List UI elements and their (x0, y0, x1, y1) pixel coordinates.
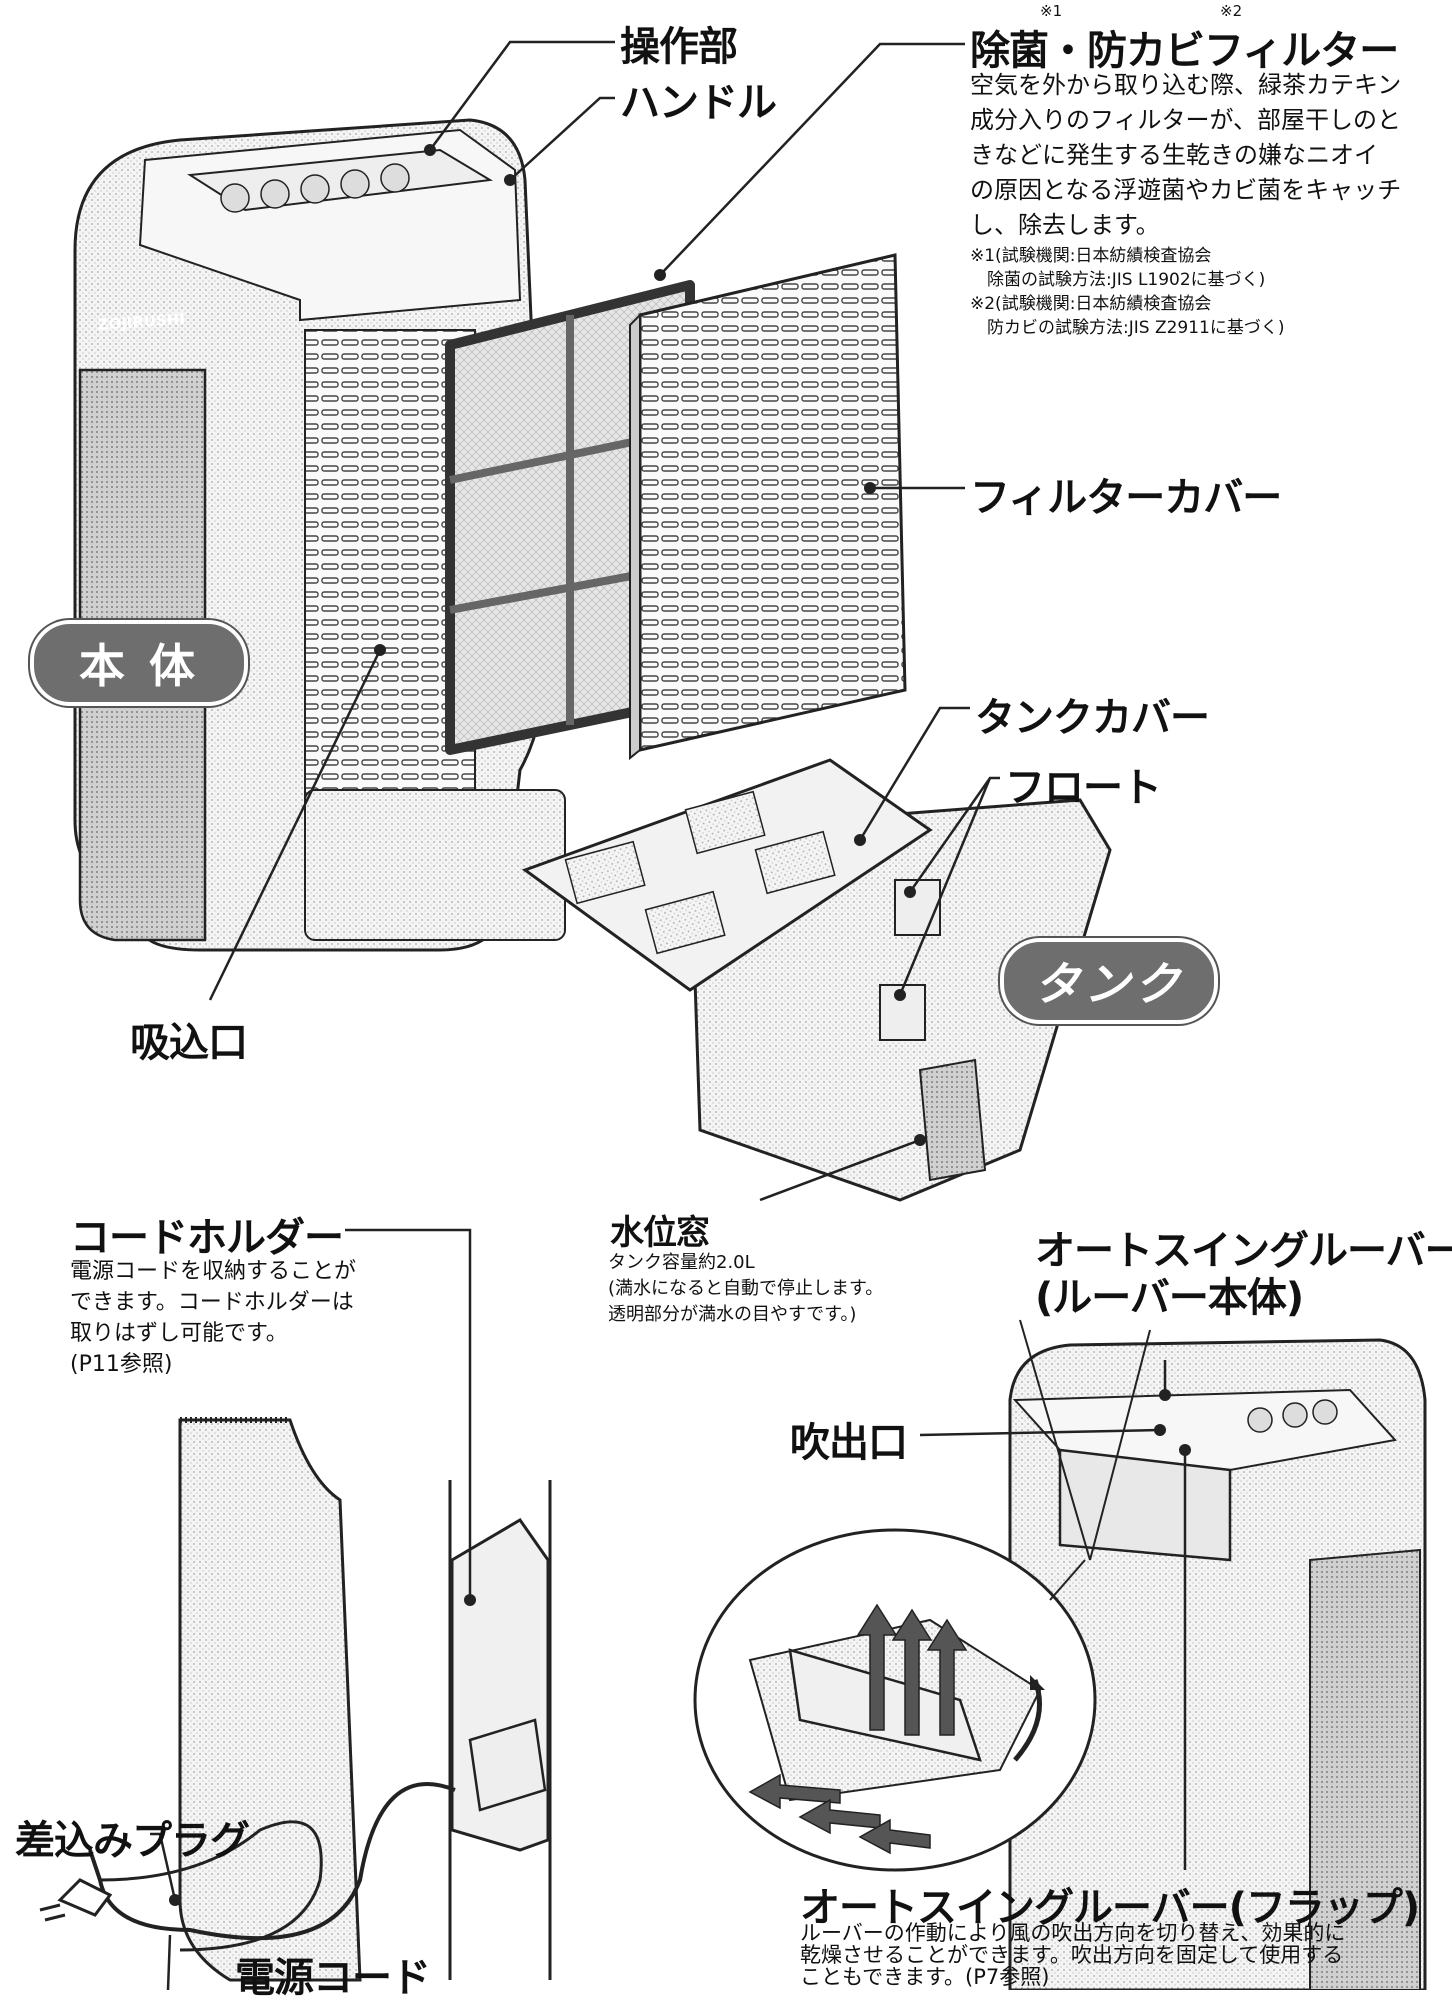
tank-badge: タンク (1000, 938, 1218, 1024)
water-window-desc-line: タンク容量約2.0L (608, 1252, 755, 1273)
body-badge-text: 本 体 (78, 639, 199, 693)
leader-dots (169, 144, 1191, 1906)
filter-desc-line: し、除去します。 (970, 211, 1160, 239)
label-cord-holder: コードホルダー (70, 1215, 344, 1261)
water-window-desc-line: 透明部分が満水の目やすです。) (608, 1304, 857, 1325)
filter-note-line: 防カビの試験方法:JIS Z2911に基づく) (970, 318, 1285, 338)
water-window-description: タンク容量約2.0L (満水になると自動で停止します。 透明部分が満水の目やすで… (608, 1250, 968, 1328)
filter-note-line: ※1(試験機関:日本紡績検査協会 (970, 246, 1212, 266)
flap-desc-line: ルーバーの作動により風の吹出方向を切り替え、効果的に (800, 1921, 1346, 1945)
cord-holder-desc-line: できます。コードホルダーは (70, 1290, 354, 1315)
airflow-arrows (748, 1603, 968, 1855)
flap-zoom-drawing (693, 1319, 1151, 1872)
cord-holder-drawing (39, 1417, 552, 1982)
filter-note-line: 除菌の試験方法:JIS L1902に基づく) (970, 270, 1266, 290)
water-window-desc-line: (満水になると自動で停止します。 (608, 1278, 884, 1299)
label-outlet: 吹出口 (790, 1420, 908, 1466)
label-louver-body-line1: オートスイングルーバー (1035, 1228, 1452, 1274)
label-filter-cover: フィルターカバー (970, 475, 1282, 521)
filter-superscript-1: ※1 (1040, 2, 1063, 20)
filter-desc-line: 空気を外から取り込む際、緑茶カテキン (970, 71, 1402, 99)
label-power-cord: 電源コード (235, 1955, 431, 2001)
label-filter-title: 除菌・防カビフィルター (970, 28, 1399, 74)
label-handle: ハンドル (620, 80, 777, 126)
filter-desc-line: 成分入りのフィルターが、部屋干しのと (970, 106, 1402, 134)
cord-holder-desc-line: 電源コードを収納することが (70, 1259, 357, 1284)
label-louver-body-line2: (ルーバー本体) (1035, 1275, 1304, 1321)
label-intake: 吸込口 (130, 1020, 248, 1066)
filter-note-line: ※2(試験機関:日本紡績検査協会 (970, 294, 1212, 314)
flap-description: ルーバーの作動により風の吹出方向を切り替え、効果的に 乾燥させることができます。… (800, 1922, 1440, 1988)
tank-badge-text: タンク (1034, 957, 1184, 1011)
filter-desc-line: きなどに発生する生乾きの嫌なニオイ (970, 141, 1378, 169)
label-plug: 差込みプラグ (15, 1818, 250, 1864)
filter-cover-drawing (629, 253, 907, 761)
flap-desc-line: こともできます。(P7参照) (800, 1965, 1050, 1989)
filter-notes: ※1(試験機関:日本紡績検査協会 除菌の試験方法:JIS L1902に基づく) … (970, 244, 1440, 340)
body-badge: 本 体 (30, 620, 248, 706)
label-tank-cover: タンクカバー (975, 695, 1210, 741)
label-control-panel: 操作部 (620, 24, 738, 70)
flap-desc-line: 乾燥させることができます。吹出方向を固定して使用する (800, 1943, 1344, 1967)
filter-superscript-2: ※2 (1220, 2, 1243, 20)
filter-description: 空気を外から取り込む際、緑茶カテキン 成分入りのフィルターが、部屋干しのと きな… (970, 68, 1440, 243)
leader-lines (150, 40, 1187, 1990)
filter-desc-line: の原因となる浮遊菌やカビ菌をキャッチ (970, 176, 1402, 204)
cord-holder-desc-line: 取りはずし可能です。 (70, 1321, 288, 1346)
cord-holder-desc-line: (P11参照) (70, 1352, 173, 1377)
label-water-window: 水位窓 (610, 1213, 710, 1253)
louver-unit-drawing (1008, 1338, 1427, 1990)
label-float: フロート (1005, 765, 1162, 811)
label-flap-title: オートスイングルーバー(フラップ) (800, 1885, 1420, 1931)
cord-holder-description: 電源コードを収納することが できます。コードホルダーは 取りはずし可能です。 (… (70, 1256, 450, 1380)
